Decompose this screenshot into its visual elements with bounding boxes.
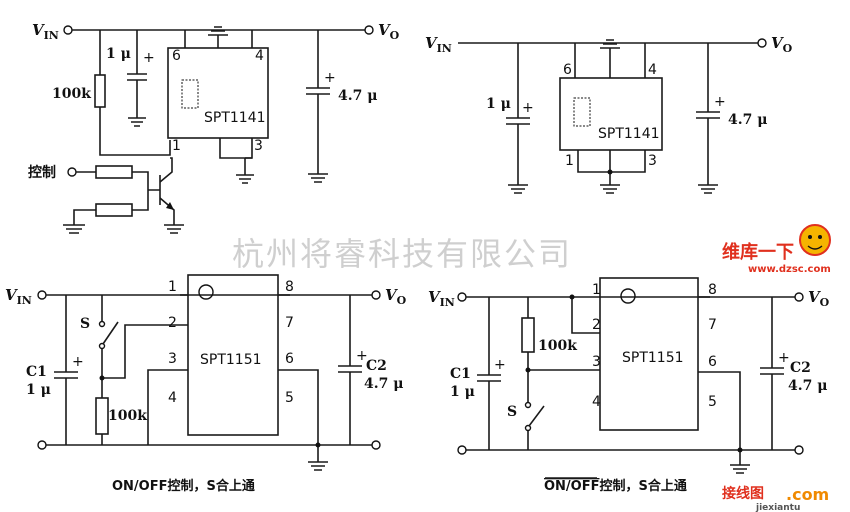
watermark-text: 杭州将睿科技有限公司 [232,235,572,273]
vout-label-3: VO [385,286,407,307]
svg-text:接线图: 接线图 [722,485,764,502]
svg-text:5: 5 [285,390,294,406]
svg-text:8: 8 [708,282,717,298]
circuit-spt1151-on-off: VIN VO + C1 1 μ S 100k SPT1151 1 2 3 4 8… [5,274,407,494]
svg-text:7: 7 [708,317,717,333]
vout-label-2: VO [771,34,793,55]
resistor-100k [94,74,106,108]
svg-text:4.7 μ: 4.7 μ [788,378,827,394]
caption-left: ON/OFF控制，S合上通 [112,478,255,494]
cap-label-1u-2: 1 μ [486,96,511,112]
svg-text:6: 6 [172,48,181,64]
vout-label: VO [378,21,400,42]
resistor-label: 100k [52,86,91,102]
svg-text:1 μ: 1 μ [26,382,51,398]
svg-text:8: 8 [285,279,294,295]
svg-text:C2: C2 [366,358,387,374]
svg-text:C1: C1 [26,364,47,380]
circuit-spt1141-with-control: VIN VO 100k 1 μ + SPT1141 6 4 1 3 + 4 [28,21,400,234]
svg-text:.com: .com [786,485,829,504]
svg-text:+: + [356,348,368,364]
chip-spt1141-2 [559,77,663,151]
vout-label-4: VO [808,288,830,309]
logo-jiexiantu: 接线图 .com jiexiantu [722,485,829,512]
svg-text:3: 3 [168,351,177,367]
svg-text:1: 1 [168,279,177,295]
vin-label-4: VIN [428,288,455,309]
svg-text:jiexiantu: jiexiantu [755,503,800,512]
svg-text:1 μ: 1 μ [450,384,475,400]
logo-top-text: 维库一下 [722,241,794,263]
vin-label: VIN [32,21,59,42]
svg-text:5: 5 [708,394,717,410]
svg-text:1: 1 [565,153,574,169]
svg-text:+: + [522,100,534,116]
svg-text:+: + [494,357,506,373]
control-terminal [67,167,77,177]
svg-text:+: + [143,50,155,66]
svg-text:6: 6 [708,354,717,370]
svg-text:SPT1141: SPT1141 [598,126,660,142]
caption-right: ON/OFF控制，S合上通 [544,478,687,494]
logo-dzsc: 维库一下 www.dzsc.com [722,224,831,275]
switch-label: S [80,316,90,332]
svg-text:1: 1 [172,138,181,154]
svg-text:3: 3 [254,138,263,154]
svg-text:4: 4 [168,390,177,406]
svg-text:100k: 100k [538,338,577,354]
control-label: 控制 [28,164,56,181]
svg-text:3: 3 [592,354,601,370]
svg-text:C2: C2 [790,360,811,376]
svg-text:3: 3 [648,153,657,169]
svg-text:6: 6 [285,351,294,367]
vin-label-3: VIN [5,286,32,307]
vout-terminal [364,25,374,35]
svg-text:+: + [714,94,726,110]
svg-text:4: 4 [648,62,657,78]
svg-text:S: S [507,404,517,420]
cap-label-1u: 1 μ [106,46,131,62]
cap-label-47u: 4.7 μ [338,88,377,104]
vin-terminal [63,25,73,35]
svg-text:C1: C1 [450,366,471,382]
svg-text:SPT1151: SPT1151 [622,350,684,366]
circuit-spt1151-on-off-inverted: VIN VO + C1 1 μ 100k S SPT1151 1 2 3 4 [428,277,830,494]
vin-label-2: VIN [425,34,452,55]
svg-text:2: 2 [592,317,601,333]
svg-text:+: + [778,350,790,366]
vout-terminal-2 [757,38,767,48]
svg-text:7: 7 [285,315,294,331]
svg-text:1: 1 [592,282,601,298]
svg-text:SPT1151: SPT1151 [200,352,262,368]
svg-text:6: 6 [563,62,572,78]
logo-url: www.dzsc.com [748,264,831,275]
chip-spt1151 [187,274,279,436]
svg-text:4: 4 [592,394,601,410]
chip-label: SPT1141 [204,110,266,126]
chip-spt1151-2 [599,277,699,431]
svg-text:2: 2 [168,315,177,331]
svg-text:4: 4 [255,48,264,64]
svg-text:+: + [72,354,84,370]
svg-text:4.7 μ: 4.7 μ [364,376,403,392]
cap-label-47u-2: 4.7 μ [728,112,767,128]
circuit-spt1141-basic: VIN VO + 1 μ SPT1141 6 4 1 3 + 4.7 μ [425,34,793,194]
svg-text:+: + [324,70,336,86]
svg-text:100k: 100k [108,408,147,424]
